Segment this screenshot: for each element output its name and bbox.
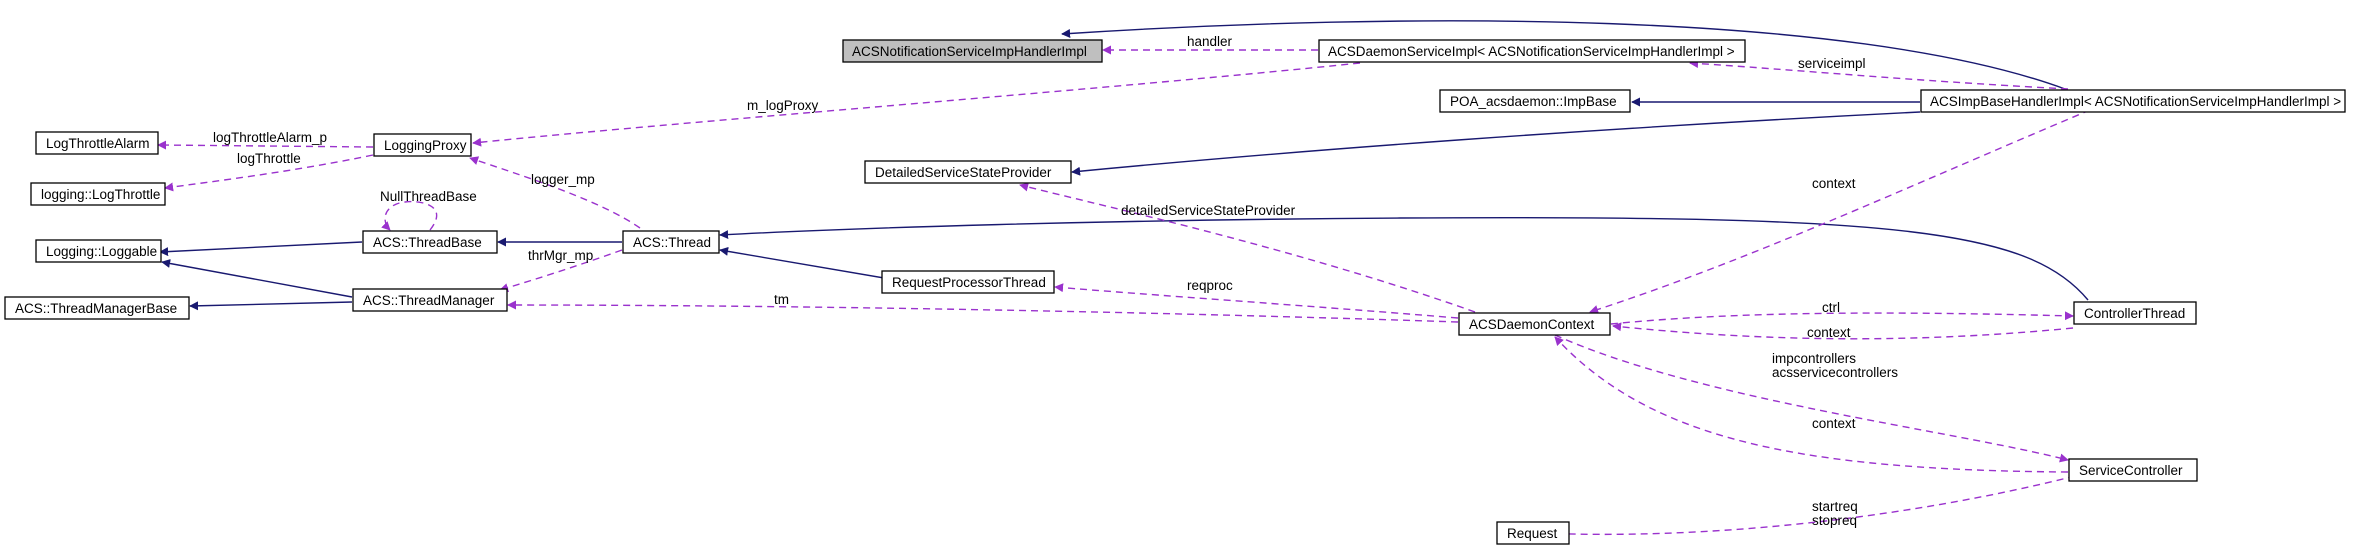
edge-request-processor-to-acs-thread [719,246,891,280]
node-thread-manager-base-label: ACS::ThreadManagerBase [15,301,177,316]
node-notif-handler-label: ACSNotificationServiceImpHandlerImpl [852,44,1087,59]
node-request[interactable]: Request [1496,521,1570,545]
edge-label-stopreq: stopreq [1812,513,1857,528]
edge-null-thread-base [381,200,438,231]
edge-serviceimpl [1689,59,2069,90]
edge-label-impcontrollers: impcontrollers [1772,351,1856,366]
edge-imp-base-handler-to-notif-handler [1061,20,2066,90]
edge-ctrl [1610,311,2074,325]
edge-thread-manager-to-loggable [161,259,353,298]
edge-label-thr-mgr-mp: thrMgr_mp [528,248,593,263]
node-request-processor-thread-label: RequestProcessorThread [892,275,1046,290]
node-service-controller-label: ServiceController [2079,463,2183,478]
node-controller-thread-label: ControllerThread [2084,306,2185,321]
node-poa-impbase-label: POA_acsdaemon::ImpBase [1450,94,1617,109]
node-controller-thread[interactable]: ControllerThread [2073,301,2197,325]
node-imp-base-handler[interactable]: ACSImpBaseHandlerImpl< ACSNotificationSe… [1920,89,2346,113]
node-daemon-service-impl-label: ACSDaemonServiceImpl< ACSNotificationSer… [1328,44,1735,59]
edge-thread-base-to-loggable [159,241,363,257]
edge-log-throttle [164,154,374,192]
edge-tm [507,300,1459,323]
node-detailed-ssp[interactable]: DetailedServiceStateProvider [864,160,1072,184]
node-imp-base-handler-label: ACSImpBaseHandlerImpl< ACSNotificationSe… [1930,94,2341,109]
node-daemon-context[interactable]: ACSDaemonContext [1458,312,1611,336]
node-notif-handler[interactable]: ACSNotificationServiceImpHandlerImpl [842,39,1103,63]
edge-controllers [1554,334,2069,463]
node-log-throttle-alarm-label: LogThrottleAlarm [46,136,150,151]
node-thread-manager-label: ACS::ThreadManager [363,293,495,308]
node-request-processor-thread[interactable]: RequestProcessorThread [881,270,1055,294]
edge-controller-thread-to-acs-thread [719,216,2089,301]
edge-label-logger-mp: logger_mp [531,172,595,187]
node-detailed-ssp-label: DetailedServiceStateProvider [875,165,1052,180]
edge-m-logproxy [472,62,1361,147]
edge-context-imp [1589,109,2091,314]
edge-label-log-throttle: logThrottle [237,151,301,166]
edge-daemon-context-to-detailed-ssp [1071,111,1921,176]
edge-label-context-ctrl: context [1807,325,1851,340]
edge-label-startreq: startreq [1812,499,1858,514]
node-log-throttle-alarm[interactable]: LogThrottleAlarm [35,131,159,155]
node-logging-proxy-label: LoggingProxy [384,138,467,153]
node-poa-impbase[interactable]: POA_acsdaemon::ImpBase [1439,89,1631,113]
edge-thr-mgr-mp [499,249,623,292]
node-acs-thread[interactable]: ACS::Thread [622,230,720,254]
node-logging-proxy[interactable]: LoggingProxy [373,133,472,157]
node-thread-base[interactable]: ACS::ThreadBase [362,230,498,254]
edge-label-reqproc: reqproc [1187,278,1233,293]
edge-label-acsservicecontrollers: acsservicecontrollers [1772,365,1898,380]
edge-label-tm: tm [774,292,789,307]
edge-label-serviceimpl: serviceimpl [1798,56,1866,71]
node-thread-manager-base[interactable]: ACS::ThreadManagerBase [4,296,190,320]
node-logging-loggable[interactable]: Logging::Loggable [35,239,162,263]
node-request-label: Request [1507,526,1558,541]
edge-reqproc [1054,283,1459,319]
edge-label-context-imp: context [1812,176,1856,191]
edge-label-m-logproxy: m_logProxy [747,98,819,113]
edge-label-ctrl: ctrl [1822,300,1840,315]
edge-label-context-svc: context [1812,416,1856,431]
edge-startreq-stopreq [1539,475,2076,538]
edge-log-throttle-alarm-p [157,140,374,150]
node-logging-log-throttle-label: logging::LogThrottle [41,187,160,202]
edge-label-handler: handler [1187,34,1233,49]
edge-context-ctrl [1612,322,2074,340]
node-logging-loggable-label: Logging::Loggable [46,244,157,259]
node-daemon-service-impl[interactable]: ACSDaemonServiceImpl< ACSNotificationSer… [1318,39,1746,63]
edge-logger-mp [469,156,641,229]
edge-label-detailed-service-state-provider: detailedServiceStateProvider [1121,203,1296,218]
edge-label-null-thread-base: NullThreadBase [380,189,477,204]
node-service-controller[interactable]: ServiceController [2068,458,2198,482]
node-thread-manager[interactable]: ACS::ThreadManager [352,288,508,312]
node-logging-log-throttle[interactable]: logging::LogThrottle [30,182,166,206]
node-thread-base-label: ACS::ThreadBase [373,235,482,250]
node-acs-thread-label: ACS::Thread [633,235,711,250]
edge-label-log-throttle-alarm-p: logThrottleAlarm_p [213,130,327,145]
edge-detailed-ssp-ref [1019,182,1476,313]
node-daemon-context-label: ACSDaemonContext [1469,317,1595,332]
edge-thread-manager-to-manager-base [189,301,353,311]
